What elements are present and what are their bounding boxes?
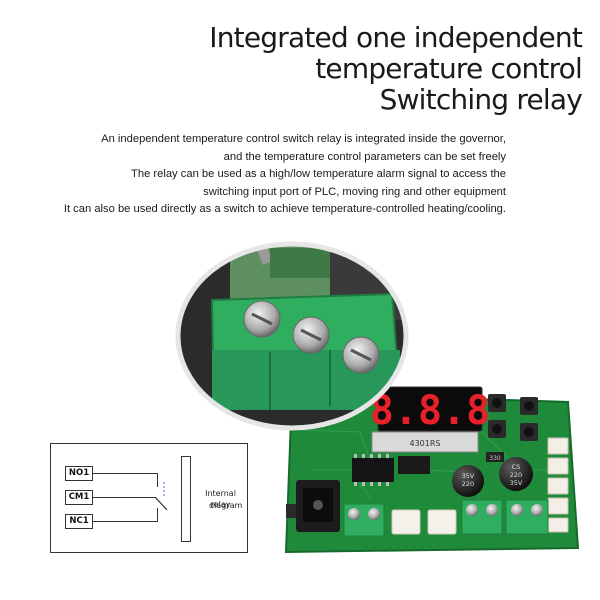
smd-inductor (486, 452, 504, 462)
wire-no1 (92, 473, 158, 475)
svg-text:35V: 35V (462, 472, 475, 480)
wire-cm1 (92, 497, 156, 499)
description-line-4: switching input port of PLC, moving ring… (203, 185, 506, 198)
chip-small (398, 456, 430, 474)
bottom-screw-terminals (343, 499, 549, 537)
svg-text:CS: CS (512, 463, 521, 471)
description-line-5: It can also be used directly as a switch… (63, 203, 506, 216)
title-line-3: Switching relay (379, 83, 583, 116)
svg-text:220: 220 (462, 480, 474, 488)
smd-code: 330 (489, 455, 501, 462)
terminal-zoom-view (175, 241, 409, 431)
description-line-2: and the temperature control parameters c… (223, 150, 506, 163)
controller-board: 8.8.8 4301RS 35V 220 CS 220 (284, 386, 580, 554)
push-buttons (488, 394, 538, 441)
switch-arm (154, 482, 168, 511)
page-title: Integrated one independent temperature c… (122, 21, 583, 116)
terminal-no1: NO1 (65, 466, 93, 481)
description: An independent temperature control switc… (0, 131, 506, 219)
dc-power-jack (286, 480, 340, 532)
description-line-1: An independent temperature control switc… (101, 133, 506, 145)
wire-nc1 (92, 521, 158, 523)
svg-text:35V: 35V (510, 479, 523, 487)
display-digits: 8.8.8 (370, 388, 490, 434)
ic-chip (352, 458, 394, 482)
led-display: 8.8.8 (370, 386, 490, 434)
capacitor-left: 35V 220 (452, 465, 484, 497)
description-line-3: The relay can be used as a high/low temp… (131, 168, 506, 181)
internal-relay-diagram: NO1 CM1 NC1 Internal relay diagram (50, 443, 248, 553)
capacitor-right: CS 220 35V (499, 457, 533, 491)
diagram-label-line-1: Internal relay (205, 489, 236, 509)
contact-no (157, 473, 159, 487)
svg-text:220: 220 (510, 471, 522, 479)
diagram-label-line-2: diagram (209, 501, 243, 510)
relay-coil (181, 456, 191, 542)
contact-nc (157, 508, 159, 522)
relay-module: 4301RS (371, 431, 479, 453)
jst-connectors (547, 437, 569, 533)
white-connectors (391, 509, 457, 535)
title-line-2: temperature control (315, 52, 583, 85)
relay-marking: 4301RS (410, 439, 441, 448)
title-line-1: Integrated one independent (209, 21, 583, 54)
